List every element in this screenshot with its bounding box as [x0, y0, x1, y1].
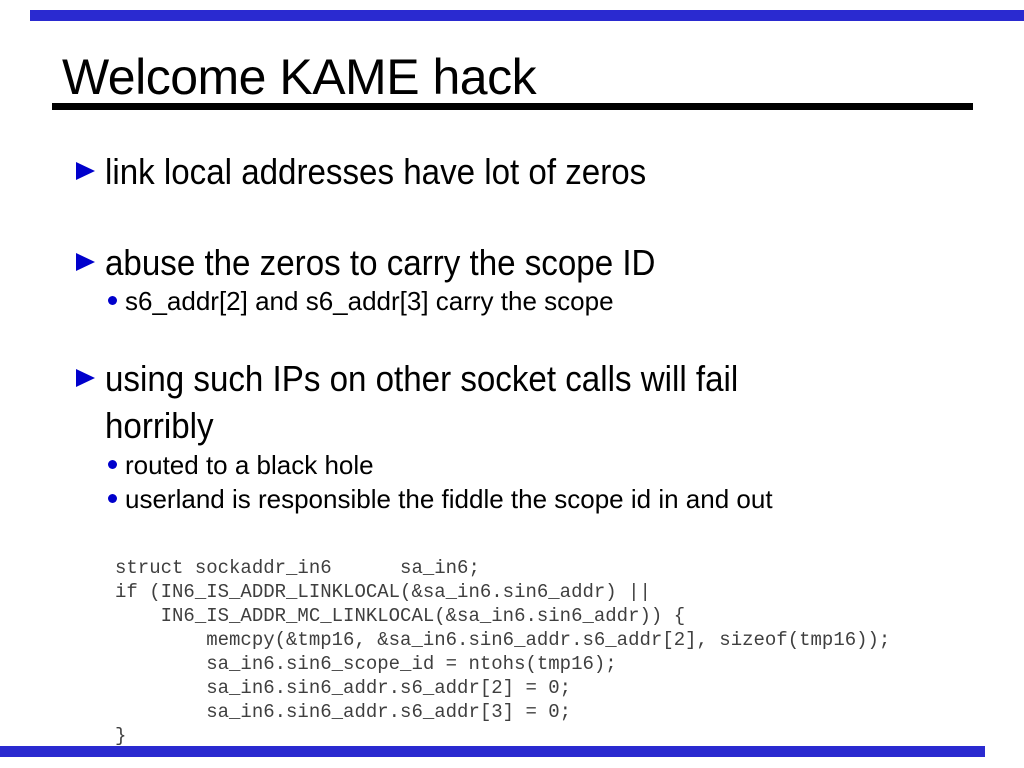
slide-title: Welcome KAME hack	[62, 49, 537, 105]
triangle-bullet-icon	[76, 253, 95, 271]
code-line: memcpy(&tmp16, &sa_in6.sin6_addr.s6_addr…	[115, 629, 891, 651]
code-line: sa_in6.sin6_addr.s6_addr[2] = 0;	[115, 677, 572, 699]
code-block: struct sockaddr_in6 sa_in6; if (IN6_IS_A…	[115, 556, 890, 748]
code-line: }	[115, 725, 127, 747]
top-blue-bar	[30, 10, 1024, 21]
bullet-item: using such IPs on other socket calls wil…	[76, 355, 976, 449]
sub-bullet-text: s6_addr[2] and s6_addr[3] carry the scop…	[125, 286, 614, 316]
sub-bullet-item: userland is responsible the fiddle the s…	[108, 482, 1008, 516]
sub-bullet-text: userland is responsible the fiddle the s…	[125, 484, 773, 514]
bullet-text: using such IPs on other socket calls wil…	[105, 358, 739, 446]
bullet-text: abuse the zeros to carry the scope ID	[105, 242, 656, 283]
dot-bullet-icon	[108, 460, 117, 469]
bullet-item: link local addresses have lot of zeros	[76, 148, 976, 195]
code-line: sa_in6.sin6_scope_id = ntohs(tmp16);	[115, 653, 617, 675]
dot-bullet-icon	[108, 296, 117, 305]
triangle-bullet-icon	[76, 369, 95, 387]
triangle-bullet-icon	[76, 162, 95, 180]
sub-bullet-item: s6_addr[2] and s6_addr[3] carry the scop…	[108, 284, 988, 318]
bottom-blue-bar	[0, 746, 985, 757]
code-line: sa_in6.sin6_addr.s6_addr[3] = 0;	[115, 701, 572, 723]
sub-bullet-item: routed to a black hole	[108, 448, 988, 482]
title-underline	[52, 103, 973, 110]
sub-bullet-text: routed to a black hole	[125, 450, 374, 480]
bullet-item: abuse the zeros to carry the scope ID	[76, 239, 976, 286]
code-line: struct sockaddr_in6 sa_in6;	[115, 557, 480, 579]
code-line: IN6_IS_ADDR_MC_LINKLOCAL(&sa_in6.sin6_ad…	[115, 605, 686, 627]
code-line: if (IN6_IS_ADDR_LINKLOCAL(&sa_in6.sin6_a…	[115, 581, 651, 603]
dot-bullet-icon	[108, 494, 117, 503]
bullet-text: link local addresses have lot of zeros	[105, 151, 647, 192]
